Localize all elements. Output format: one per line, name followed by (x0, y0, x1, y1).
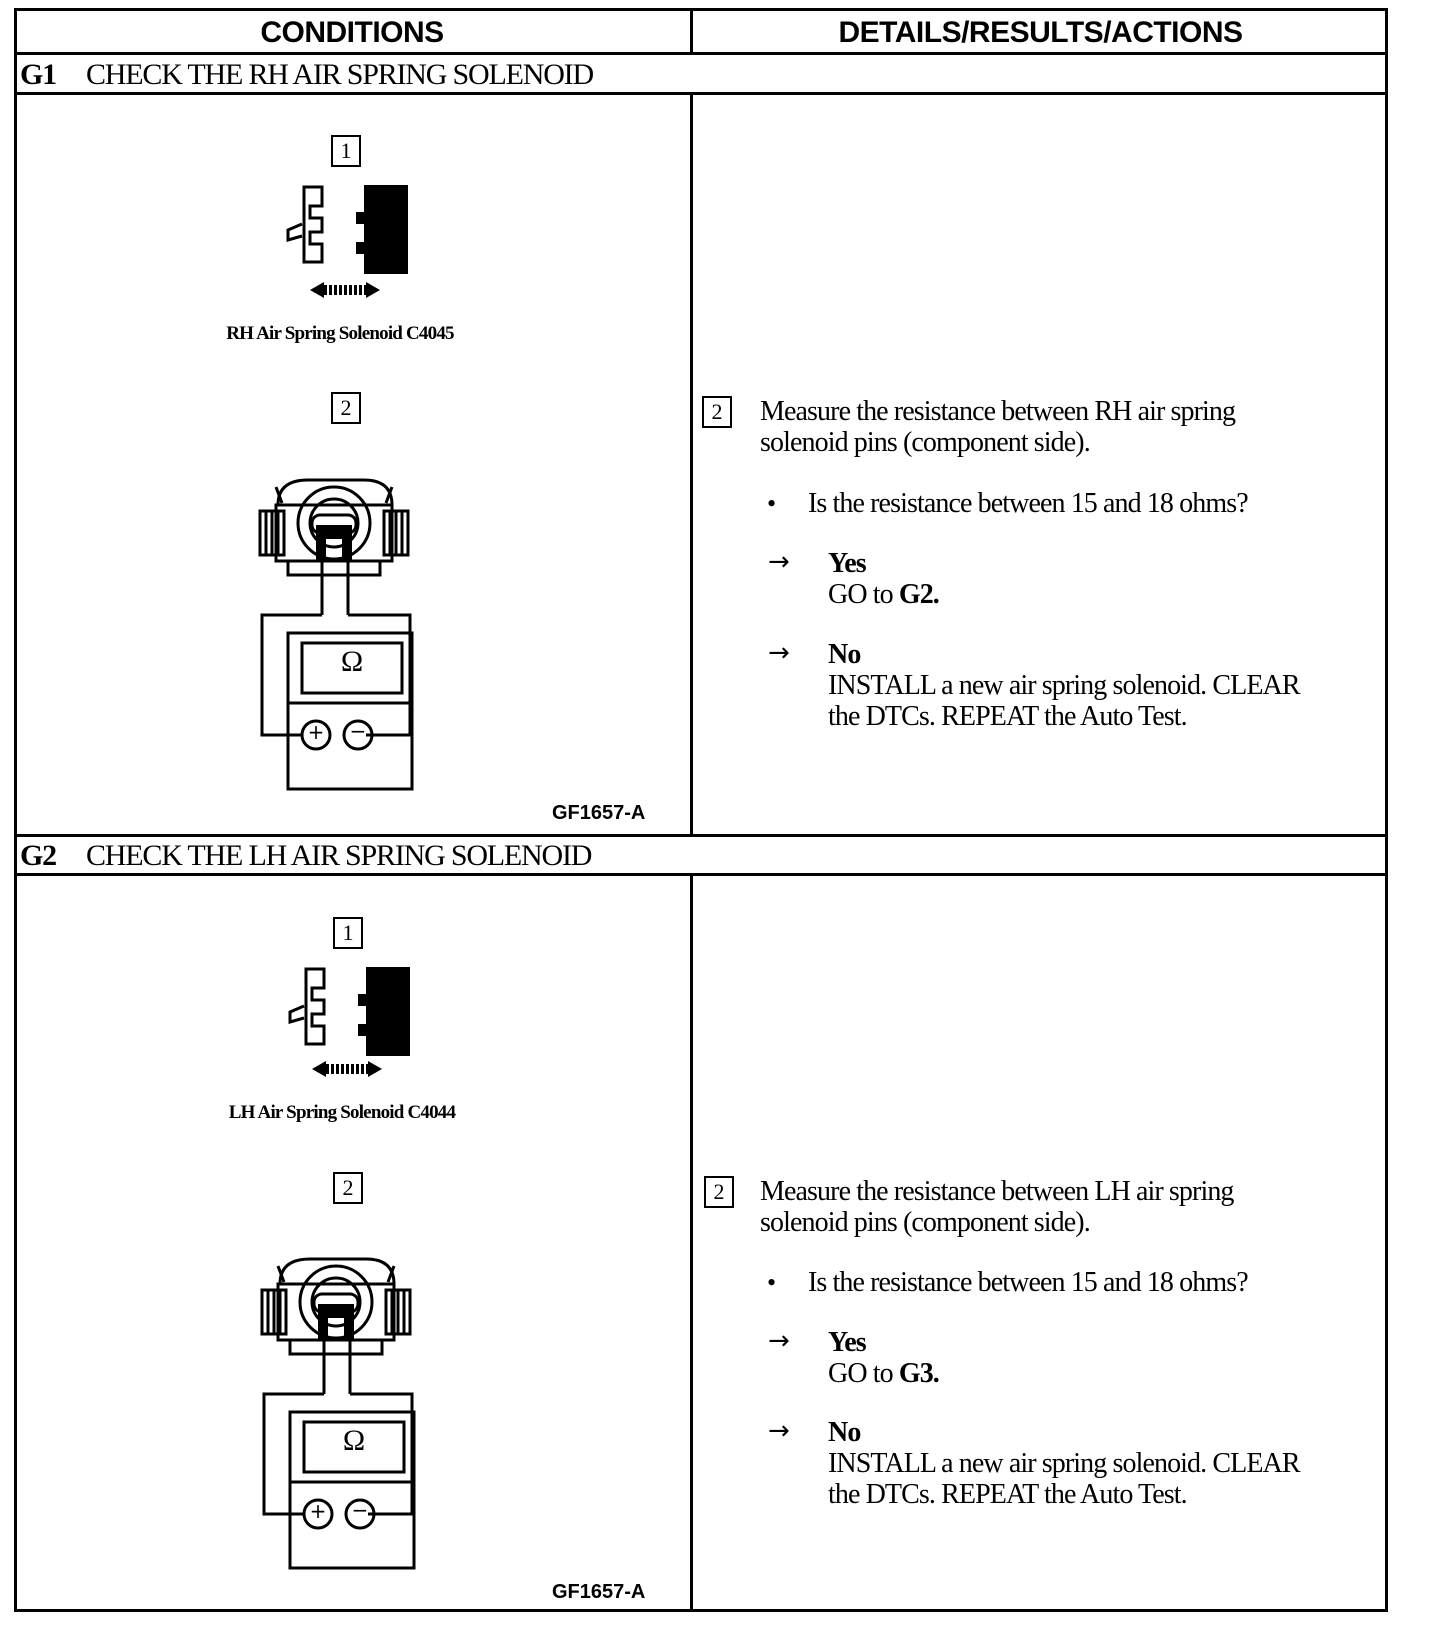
g2-title-divider (14, 873, 1388, 876)
g1-connector-caption: RH Air Spring Solenoid C4045 (226, 323, 454, 344)
g2-meter-minus: − (351, 1498, 369, 1522)
g1-yes-arrow-icon: → (768, 547, 790, 577)
disconnect-arrow (310, 282, 380, 298)
g2-yes-target: G3. (898, 1358, 940, 1389)
g2-bullet-icon: • (767, 1268, 777, 1297)
g1-figure-code: GF1657-A (552, 802, 646, 824)
g2-no-label: No (828, 1417, 861, 1448)
g1-no-label: No (828, 639, 861, 670)
g1-number: G1 (20, 58, 57, 91)
g2-action-line2: solenoid pins (component side). (760, 1207, 1091, 1238)
g1-yes-block: Yes GO to G2. (828, 548, 940, 610)
g1-action-text: Measure the resistance between RH air sp… (760, 396, 1236, 458)
g2-question: Is the resistance between 15 and 18 ohms… (808, 1267, 1249, 1298)
g2-meter-plus: + (309, 1499, 327, 1523)
g2-action-line1: Measure the resistance between LH air sp… (760, 1176, 1234, 1207)
g1-no-block: No INSTALL a new air spring solenoid. CL… (828, 639, 1301, 732)
g1-meter-omega: Ω (340, 645, 364, 678)
g1-question: Is the resistance between 15 and 18 ohms… (808, 488, 1249, 519)
connector-halves (286, 185, 324, 264)
g2-no-line1: INSTALL a new air spring solenoid. CLEAR (828, 1448, 1301, 1479)
g1-no-arrow-icon: → (768, 638, 790, 668)
g1-column-divider (690, 92, 693, 836)
g1-yes-text: GO to G2. (828, 579, 940, 610)
g2-meter-omega: Ω (342, 1424, 366, 1457)
conditions-header: CONDITIONS (260, 16, 444, 49)
header-divider (14, 52, 1388, 55)
connector-mating-half (356, 185, 408, 274)
g1-yes-prefix: GO to (828, 579, 899, 610)
g2-section-title: G2 CHECK THE LH AIR SPRING SOLENOID (20, 836, 592, 876)
g1-action-step-box: 2 (702, 396, 732, 428)
g1-section-title: G1 CHECK THE RH AIR SPRING SOLENOID (20, 55, 594, 95)
g1-meter-minus: − (349, 719, 367, 743)
g2-no-arrow-icon: → (768, 1416, 790, 1446)
g1-connector-icon (286, 185, 408, 298)
g1-yes-label: Yes (828, 548, 867, 579)
table-frame (14, 8, 1388, 1612)
g2-no-line2: the DTCs. REPEAT the Auto Test. (828, 1479, 1188, 1510)
g1-title: CHECK THE RH AIR SPRING SOLENOID (86, 58, 594, 91)
g2-yes-block: Yes GO to G3. (828, 1327, 940, 1389)
g2-yes-label: Yes (828, 1327, 867, 1358)
g2-yes-prefix: GO to (828, 1358, 899, 1389)
g2-yes-text: GO to G3. (828, 1358, 940, 1389)
g2-action-text: Measure the resistance between LH air sp… (760, 1176, 1234, 1238)
g2-number: G2 (20, 839, 57, 872)
g2-connector-caption: LH Air Spring Solenoid C4044 (228, 1102, 456, 1123)
header-column-divider (690, 8, 693, 54)
g2-action-step-box: 2 (704, 1176, 734, 1208)
g2-column-divider (690, 873, 693, 1612)
g2-ohmmeter-icon (260, 1257, 416, 1570)
g1-action-line1: Measure the resistance between RH air sp… (760, 396, 1236, 427)
g1-step1-box: 1 (331, 135, 361, 167)
g1-ohmmeter-icon (258, 478, 414, 791)
g1-no-line2: the DTCs. REPEAT the Auto Test. (828, 701, 1188, 732)
g2-figure-code: GF1657-A (552, 1581, 646, 1603)
g2-step2-box: 2 (333, 1172, 363, 1204)
g1-meter-plus: + (307, 720, 325, 744)
g1-bullet-icon: • (767, 489, 777, 518)
g2-yes-arrow-icon: → (768, 1326, 790, 1356)
g2-connector-icon (288, 967, 410, 1077)
details-header: DETAILS/RESULTS/ACTIONS (838, 16, 1243, 49)
g2-title: CHECK THE LH AIR SPRING SOLENOID (86, 839, 592, 872)
g1-yes-target: G2. (898, 579, 940, 610)
g2-step1-box: 1 (333, 917, 363, 949)
g1-step2-box: 2 (331, 392, 361, 424)
g2-top-divider (14, 834, 1388, 837)
g2-no-block: No INSTALL a new air spring solenoid. CL… (828, 1417, 1301, 1510)
g1-title-divider (14, 92, 1388, 95)
g1-no-line1: INSTALL a new air spring solenoid. CLEAR (828, 670, 1301, 701)
g1-action-line2: solenoid pins (component side). (760, 427, 1091, 458)
